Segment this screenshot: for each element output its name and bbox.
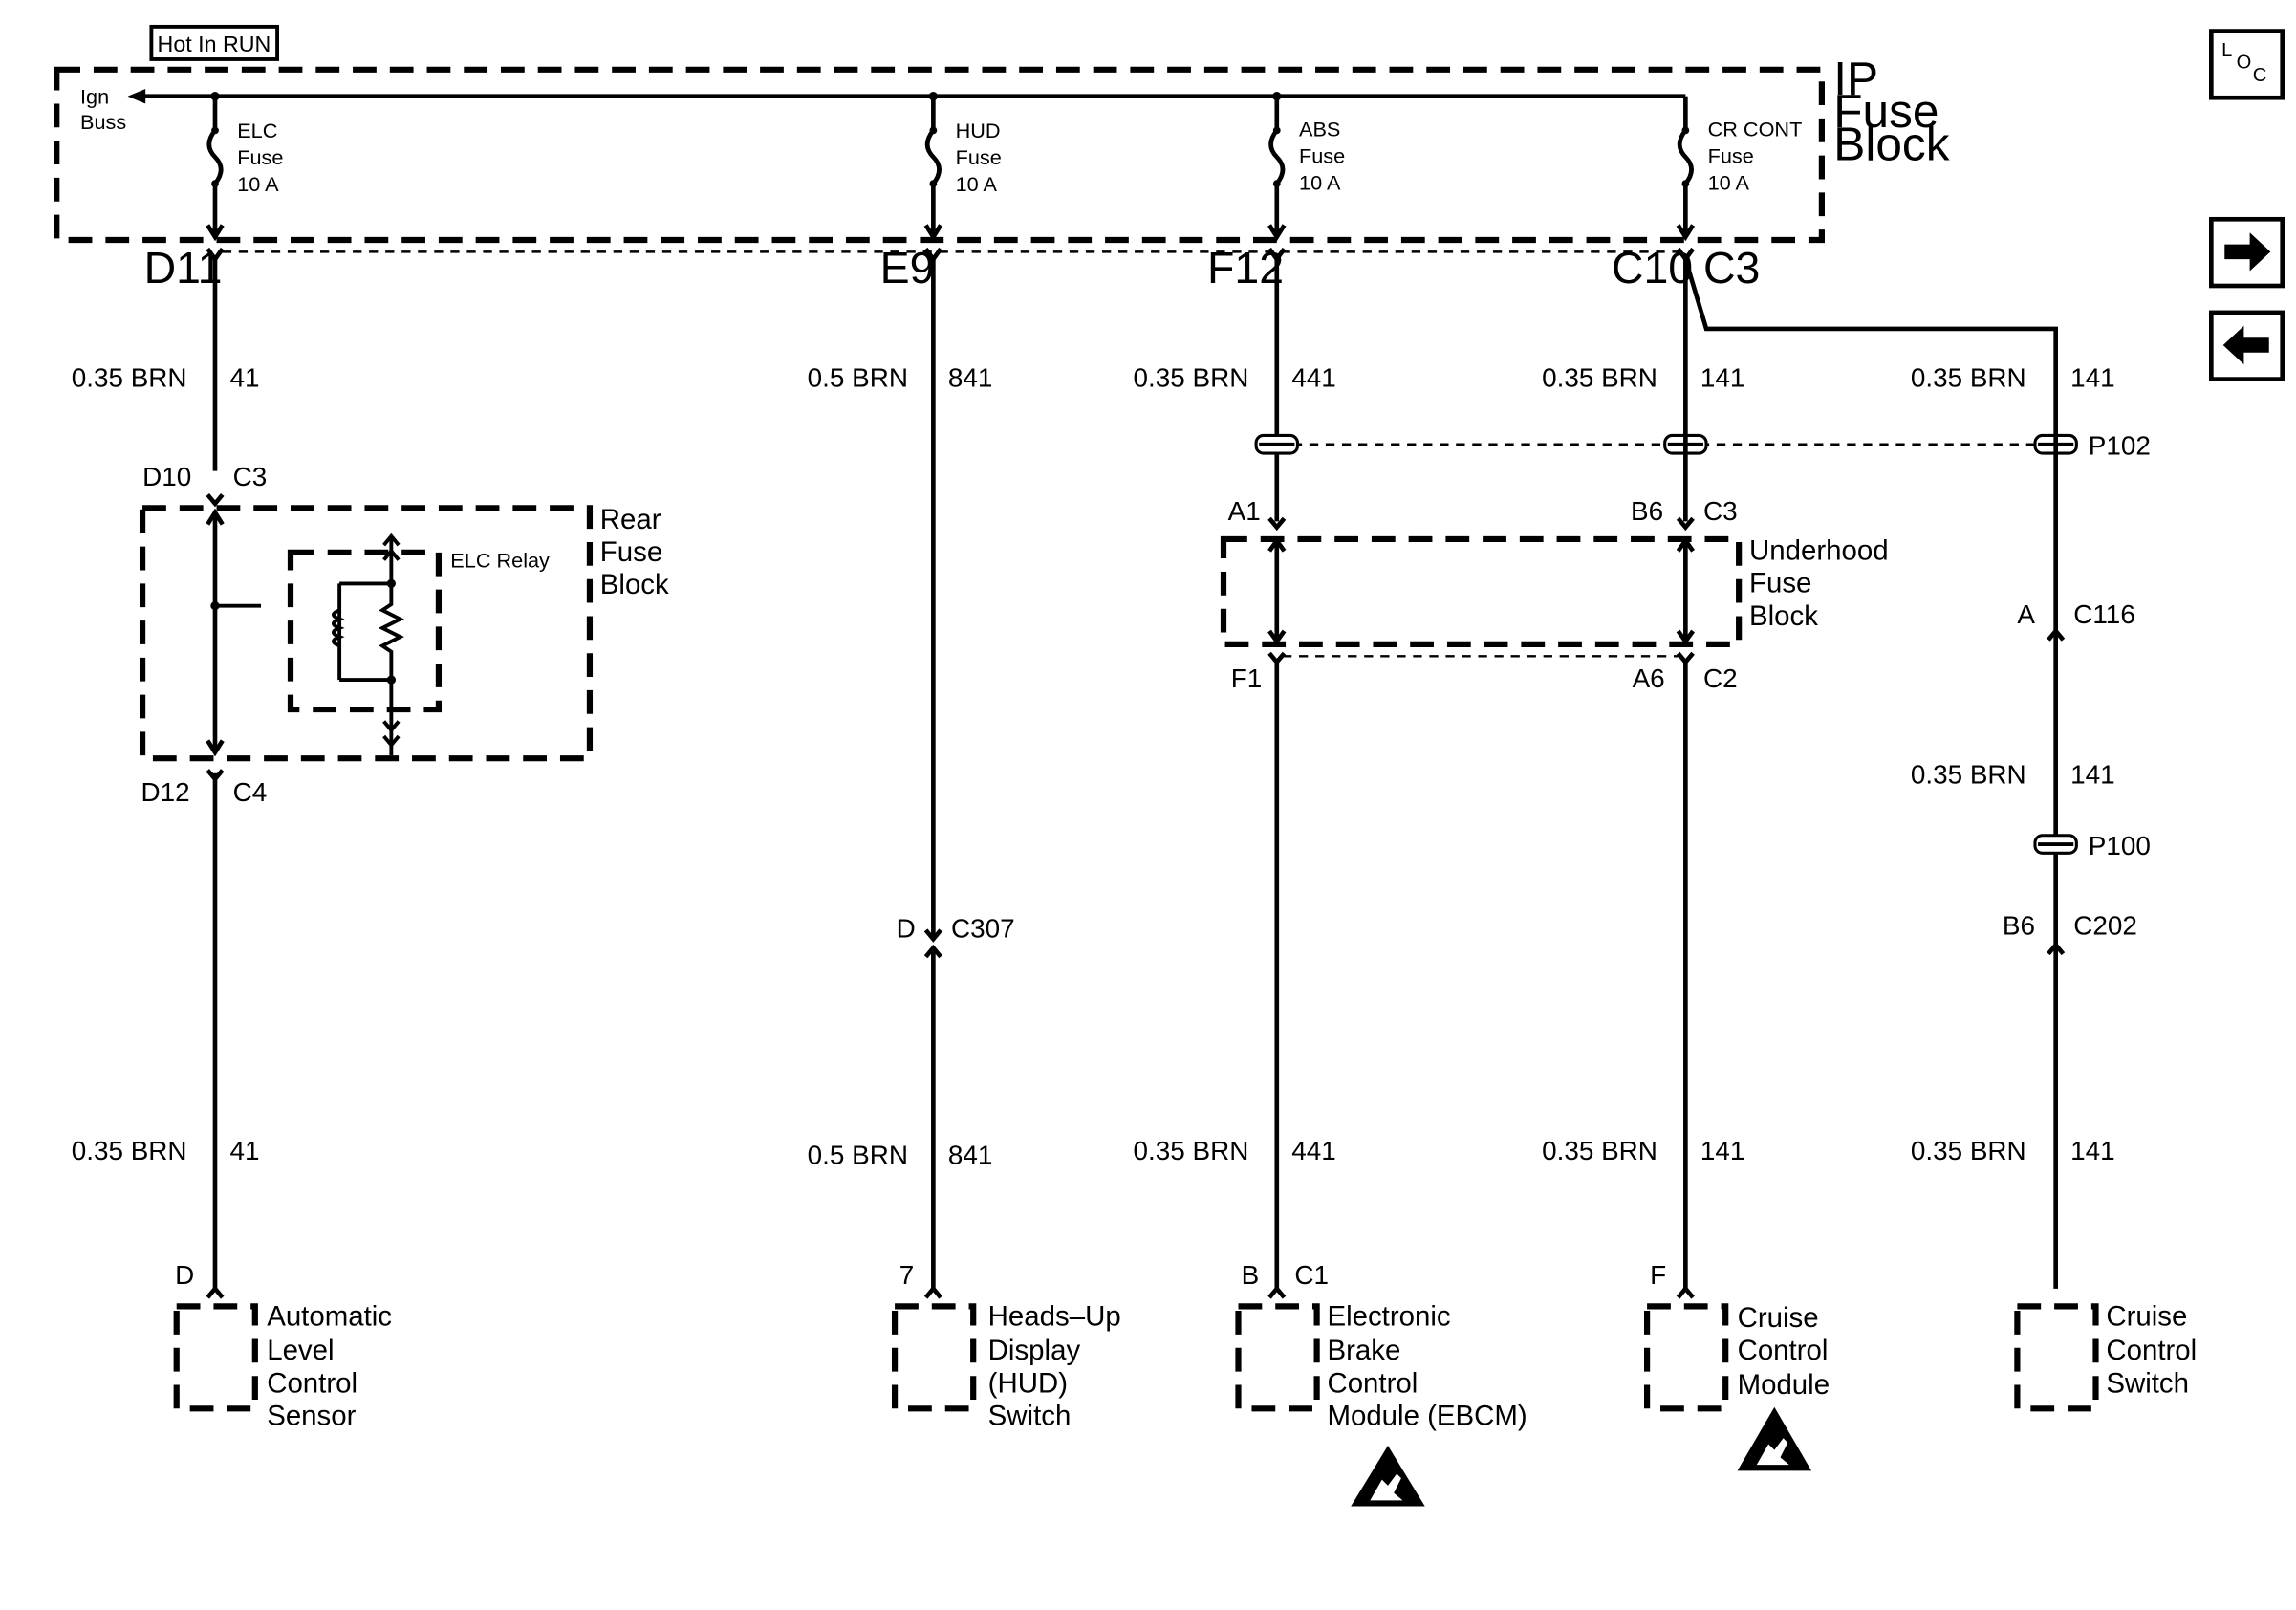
wire-c1-bot-gauge: 0.35 BRN: [72, 1136, 187, 1165]
wire-c2-bot-gauge: 0.5 BRN: [808, 1141, 908, 1170]
electronic-brake-control-module: Electronic Brake Control Module (EBCM): [1235, 1301, 1527, 1432]
wire-c4-top-gauge: 0.35 BRN: [1542, 362, 1657, 392]
conn-c3-top: C3: [1703, 243, 1760, 293]
conn-c10: C10: [1612, 243, 1693, 293]
elc-relay-label: ELC Relay: [450, 548, 550, 572]
conn-c307: C307: [951, 914, 1015, 944]
cruise-control-switch: Cruise Control Switch: [2014, 1301, 2204, 1412]
wire-c5-top-circuit: 141: [2070, 362, 2115, 392]
wire-c3-bot-circuit: 441: [1291, 1136, 1336, 1165]
conn-p100: P100: [2089, 831, 2151, 860]
wire-c4-bot-gauge: 0.35 BRN: [1542, 1136, 1657, 1165]
pin-d: D: [175, 1260, 194, 1290]
conn-a1: A1: [1228, 496, 1261, 526]
conn-c1: C1: [1294, 1260, 1329, 1290]
rear-fuse-block-label: Rear Fuse Block: [600, 504, 671, 600]
pin-b: B: [1242, 1260, 1260, 1290]
conn-a-c116: A: [2017, 599, 2035, 629]
heads-up-display-switch: Heads–Up Display (HUD) Switch: [891, 1301, 1129, 1432]
conn-d12: D12: [141, 777, 190, 807]
arrow-left-icon[interactable]: [2209, 310, 2285, 381]
conn-f12: F12: [1207, 243, 1284, 293]
svg-text:O: O: [2237, 52, 2252, 73]
svg-text:Cruise Control Mod: Cruise Control Module: [1738, 1302, 1836, 1401]
underhood-fuse-block-label: Underhood Fuse Block: [1749, 535, 1896, 632]
conn-f1: F1: [1231, 664, 1263, 693]
arrow-right-icon[interactable]: [2209, 216, 2285, 289]
conn-c202: C202: [2073, 911, 2137, 941]
location-icon[interactable]: L O C: [2209, 29, 2285, 100]
wire-c4-bot-circuit: 141: [1700, 1136, 1745, 1165]
conn-p102: P102: [2089, 431, 2151, 461]
svg-text:C: C: [2253, 65, 2267, 86]
svg-text:Automatic Level Co: Automatic Level Control Sensor: [267, 1301, 400, 1432]
rear-fuse-block-outline: [139, 505, 594, 762]
conn-e9: E9: [880, 243, 935, 293]
wire-c2-top-circuit: 841: [948, 362, 993, 392]
conn-c116: C116: [2073, 599, 2135, 629]
conn-c2: C2: [1703, 664, 1738, 693]
ign-buss-label: Ign Buss: [80, 84, 126, 133]
pin-f: F: [1650, 1260, 1666, 1290]
wire-c1-top-gauge: 0.35 BRN: [72, 362, 187, 392]
ip-fuse-block-label: IP Fuse Block: [1833, 52, 1952, 170]
conn-c3-uh: C3: [1703, 496, 1738, 526]
wire-c1-bot-circuit: 41: [229, 1136, 259, 1165]
conn-d-c307: D: [897, 914, 916, 944]
svg-text:L: L: [2221, 40, 2232, 61]
conn-d10: D10: [142, 462, 191, 491]
hot-in-run-label: Hot In RUN: [158, 32, 271, 56]
svg-text:Electronic Brake C: Electronic Brake Control Module (EBCM): [1327, 1301, 1527, 1432]
wire-c4-top-circuit: 141: [1700, 362, 1745, 392]
wire-c3-top-gauge: 0.35 BRN: [1134, 362, 1249, 392]
splice-p100: [2033, 834, 2078, 855]
wire-c1-top-circuit: 41: [229, 362, 259, 392]
conn-a6: A6: [1633, 664, 1665, 693]
conn-b6-c202: B6: [2003, 911, 2035, 941]
esd-warning-icon-ccm: [1737, 1406, 1812, 1471]
conn-c4: C4: [233, 777, 268, 807]
conn-d11: D11: [144, 243, 223, 293]
svg-text:Cruise Control Swi: Cruise Control Switch: [2106, 1301, 2204, 1400]
wire-c5-bot-circuit: 141: [2070, 1136, 2115, 1165]
conn-c3-rear: C3: [233, 462, 268, 491]
pin-7: 7: [899, 1260, 915, 1290]
conn-b6-uh: B6: [1631, 496, 1663, 526]
elc-relay-outline: [287, 549, 443, 713]
automatic-level-control-sensor: Automatic Level Control Sensor: [173, 1301, 400, 1432]
wire-c5-top-gauge: 0.35 BRN: [1911, 362, 2026, 392]
ip-fuse-block-outline: [54, 66, 1825, 244]
wire-c5-mid-gauge: 0.35 BRN: [1911, 760, 2026, 790]
underhood-fuse-block-outline: [1220, 535, 1743, 648]
wire-c2-top-gauge: 0.5 BRN: [808, 362, 908, 392]
splice-p102-abs: [1254, 433, 1300, 455]
wire-c3-top-circuit: 441: [1291, 362, 1336, 392]
wire-c5-mid-circuit: 141: [2070, 760, 2115, 790]
svg-text:Heads–Up Display (: Heads–Up Display (HUD) Switch: [988, 1301, 1129, 1432]
wire-c3-bot-gauge: 0.35 BRN: [1134, 1136, 1249, 1165]
wire-c2-bot-circuit: 841: [948, 1141, 993, 1170]
cruise-control-module: Cruise Control Module: [1643, 1302, 1836, 1412]
esd-warning-icon-ebcm: [1351, 1446, 1425, 1507]
wire-c5-bot-gauge: 0.35 BRN: [1911, 1136, 2026, 1165]
